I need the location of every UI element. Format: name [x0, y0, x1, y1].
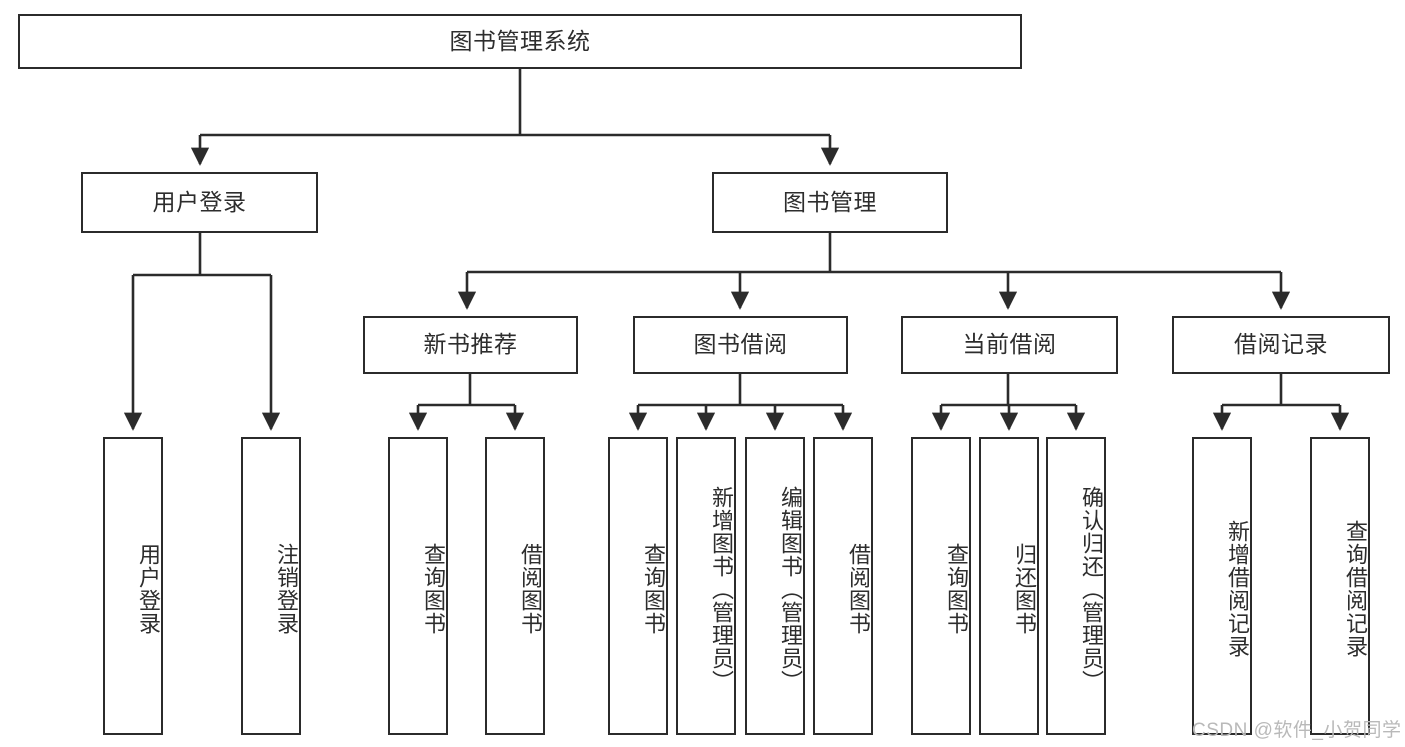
node-user-login[interactable]: 用户登录 — [81, 172, 318, 233]
node-book-borrow[interactable]: 图书借阅 — [633, 316, 848, 374]
node-book-borrow-label: 图书借阅 — [693, 331, 788, 358]
node-leaf-borrow-book-2[interactable]: 借阅图书 — [813, 437, 873, 735]
node-leaf-confirm-return-label: 确认归还（管理员） — [1079, 485, 1104, 693]
node-leaf-user-logout-label: 注销登录 — [274, 543, 299, 635]
node-root-label: 图书管理系统 — [449, 27, 591, 54]
node-leaf-add-record[interactable]: 新增借阅记录 — [1192, 437, 1252, 735]
node-leaf-borrow-book-1-label: 借阅图书 — [518, 543, 543, 635]
node-leaf-return-book-label: 归还图书 — [1012, 543, 1037, 635]
csdn-watermark: CSDN @软件_小贺同学 — [1192, 720, 1402, 741]
node-new-book-recommend-label: 新书推荐 — [423, 331, 518, 358]
node-leaf-add-record-label: 新增借阅记录 — [1225, 520, 1250, 658]
node-leaf-user-login-label: 用户登录 — [136, 543, 161, 635]
node-leaf-query-record-label: 查询借阅记录 — [1343, 520, 1368, 658]
node-leaf-return-book[interactable]: 归还图书 — [979, 437, 1039, 735]
node-book-manage-label: 图书管理 — [783, 188, 877, 215]
node-leaf-user-logout[interactable]: 注销登录 — [241, 437, 301, 735]
node-book-manage[interactable]: 图书管理 — [712, 172, 948, 233]
node-current-borrow[interactable]: 当前借阅 — [901, 316, 1118, 374]
node-leaf-query-book-1[interactable]: 查询图书 — [388, 437, 448, 735]
node-leaf-edit-book-label: 编辑图书（管理员） — [778, 485, 803, 693]
node-leaf-edit-book[interactable]: 编辑图书（管理员） — [745, 437, 805, 735]
node-leaf-add-book[interactable]: 新增图书（管理员） — [676, 437, 736, 735]
node-borrow-record-label: 借阅记录 — [1234, 331, 1328, 358]
node-leaf-query-book-3[interactable]: 查询图书 — [911, 437, 971, 735]
node-leaf-query-book-2-label: 查询图书 — [641, 543, 666, 635]
node-leaf-query-book-3-label: 查询图书 — [944, 543, 969, 635]
node-leaf-query-record[interactable]: 查询借阅记录 — [1310, 437, 1370, 735]
node-user-login-label: 用户登录 — [152, 188, 247, 215]
node-leaf-user-login[interactable]: 用户登录 — [103, 437, 163, 735]
node-root[interactable]: 图书管理系统 — [18, 14, 1022, 69]
node-leaf-add-book-label: 新增图书（管理员） — [709, 485, 734, 693]
node-leaf-query-book-1-label: 查询图书 — [421, 543, 446, 635]
node-leaf-borrow-book-1[interactable]: 借阅图书 — [485, 437, 545, 735]
node-borrow-record[interactable]: 借阅记录 — [1172, 316, 1390, 374]
node-leaf-query-book-2[interactable]: 查询图书 — [608, 437, 668, 735]
node-current-borrow-label: 当前借阅 — [962, 331, 1057, 358]
node-new-book-recommend[interactable]: 新书推荐 — [363, 316, 578, 374]
node-leaf-confirm-return[interactable]: 确认归还（管理员） — [1046, 437, 1106, 735]
node-leaf-borrow-book-2-label: 借阅图书 — [846, 543, 871, 635]
